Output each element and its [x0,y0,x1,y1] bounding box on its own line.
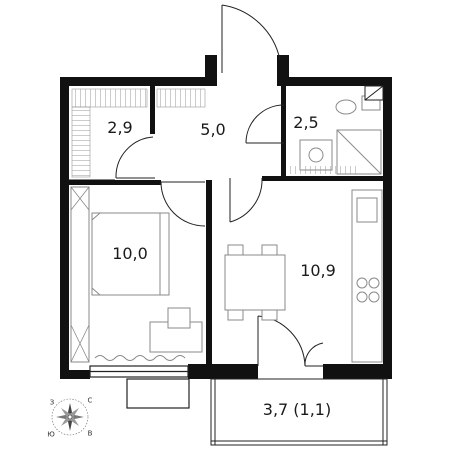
balcony [210,378,388,446]
wardrobe-shelves [71,88,206,178]
exterior-walls [60,55,392,379]
compass-south-label: Ю [47,430,55,439]
compass-west-label: З [49,398,55,407]
interior-walls [69,86,383,370]
doors [115,4,324,367]
room-area-bedroom: 10,0 [112,244,148,263]
compass-north-label: С [87,396,93,405]
bathroom-hatch [290,166,360,174]
window-sill [126,378,190,409]
room-area-wardrobe: 2,9 [107,118,133,137]
bedroom-furniture [70,186,203,363]
room-area-bathroom: 2,5 [293,113,319,132]
compass-rose [51,398,89,436]
room-area-kitchen-living: 10,9 [300,261,336,280]
compass-east-label: В [87,429,93,438]
storage-x-marks [70,186,90,363]
room-area-hall: 5,0 [200,120,226,139]
room-area-balcony: 3,7 (1,1) [262,400,332,419]
kitchen-furniture [224,189,383,363]
bedroom-window [89,365,189,378]
